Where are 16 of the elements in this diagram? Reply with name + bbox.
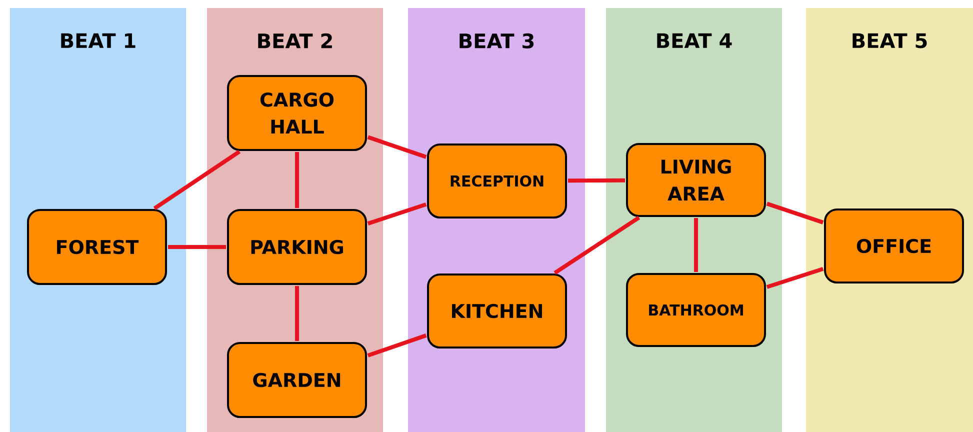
connector-line — [168, 245, 226, 249]
rounded-box: GARDEN — [227, 342, 367, 418]
rounded-box: FOREST — [27, 209, 167, 285]
connector-line — [568, 178, 626, 183]
connector-line — [554, 216, 640, 275]
rounded-box: LIVING AREA — [626, 143, 766, 217]
rounded-box: OFFICE — [824, 208, 964, 284]
connector-line — [295, 152, 299, 208]
rounded-box: RECEPTION — [427, 144, 567, 218]
rounded-box: KITCHEN — [427, 274, 567, 348]
connector-line — [295, 286, 299, 341]
rounded-box: CARGO HALL — [227, 75, 367, 151]
rounded-box: PARKING — [227, 209, 367, 285]
connector-line — [153, 150, 241, 210]
rounded-box: BATHROOM — [626, 273, 766, 347]
connector-line — [694, 218, 698, 272]
